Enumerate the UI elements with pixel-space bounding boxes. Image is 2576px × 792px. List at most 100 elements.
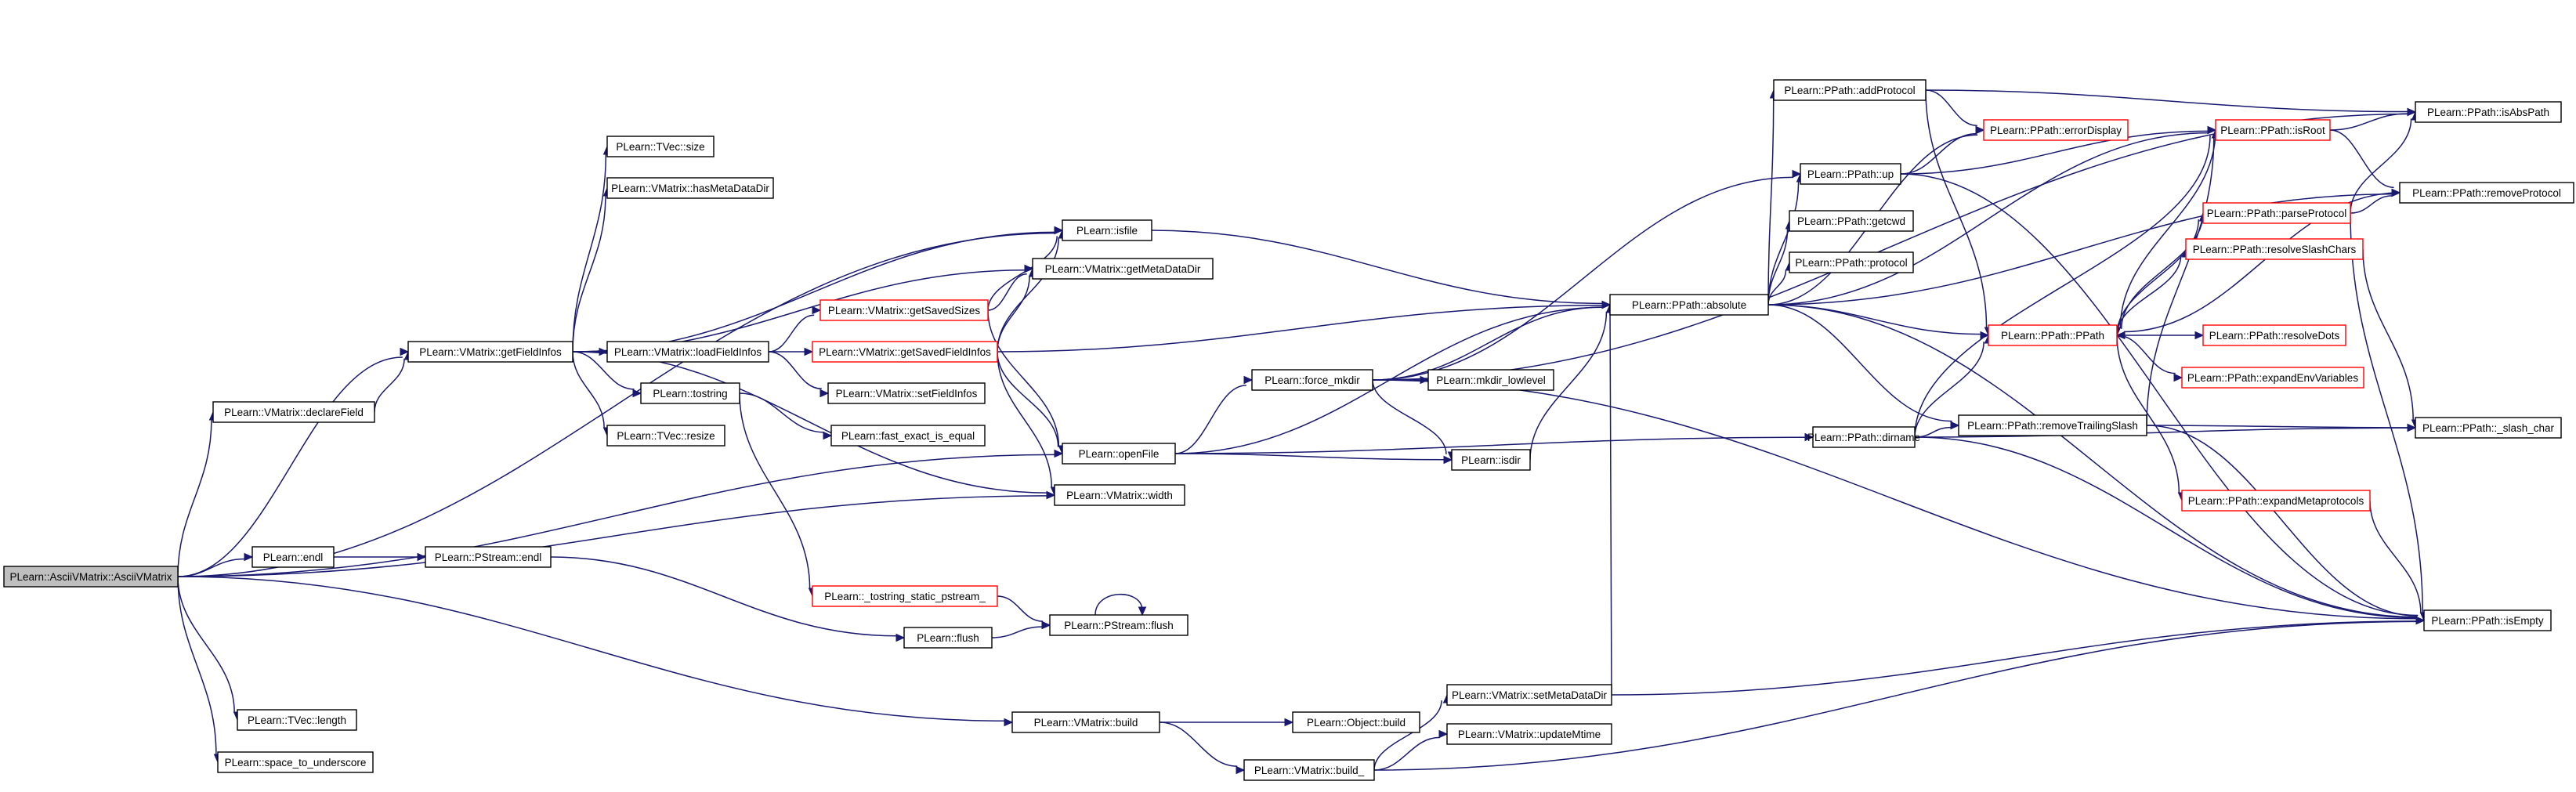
edge-line — [1372, 379, 1447, 454]
node-box — [1800, 163, 1901, 185]
node-box — [212, 401, 375, 423]
edge-line — [1767, 181, 1800, 306]
node-vm_build_[interactable]: PLearn::VMatrix::build_ — [1243, 759, 1375, 781]
edge-getFieldInfos-to-isfile — [572, 226, 1064, 353]
node-getMetaDataDir[interactable]: PLearn::VMatrix::getMetaDataDir — [1032, 258, 1214, 280]
node-box — [2181, 490, 2371, 512]
edge-line — [1767, 304, 1952, 422]
node-box — [1609, 294, 1769, 316]
node-declareField[interactable]: PLearn::VMatrix::declareField — [212, 401, 375, 423]
node-getFieldInfos[interactable]: PLearn::VMatrix::getFieldInfos — [407, 341, 573, 363]
node-mkdir_lowlevel[interactable]: PLearn::mkdir_lowlevel — [1427, 369, 1554, 391]
node-box — [830, 425, 986, 447]
edge-line — [572, 351, 1047, 494]
node-box — [1243, 759, 1375, 781]
node-expandMetaprotocols[interactable]: PLearn::PPath::expandMetaprotocols — [2181, 490, 2371, 512]
edge-pstream_flush-to-pstream_flush — [1094, 594, 1147, 617]
edge-line — [177, 419, 212, 577]
node-protocol[interactable]: PLearn::PPath::protocol — [1789, 251, 1914, 273]
node-removeProtocol[interactable]: PLearn::PPath::removeProtocol — [2399, 182, 2574, 204]
node-box — [1251, 369, 1373, 391]
node-box — [1062, 443, 1176, 465]
nodes-layer: PLearn::AsciiVMatrix::AsciiVMatrixPLearn… — [3, 79, 2574, 781]
node-label: PLearn::VMatrix::width — [1066, 490, 1173, 501]
node-loadFieldInfos[interactable]: PLearn::VMatrix::loadFieldInfos — [606, 341, 769, 363]
node-box — [2181, 367, 2364, 389]
edge-isfile-to-absolute — [1151, 230, 1612, 309]
node-isEmpty[interactable]: PLearn::PPath::isEmpty — [2423, 609, 2552, 631]
node-expandEnvVariables[interactable]: PLearn::PPath::expandEnvVariables — [2181, 367, 2364, 389]
node-ppath[interactable]: PLearn::PPath::PPath — [1988, 324, 2118, 346]
edge-line — [1159, 721, 1238, 767]
node-box — [1773, 79, 1927, 101]
edge-line — [1373, 736, 1441, 771]
node-box — [2423, 609, 2552, 631]
node-setMetaDataDir[interactable]: PLearn::VMatrix::setMetaDataDir — [1446, 684, 1612, 706]
node-tostring_static[interactable]: PLearn::_tostring_static_pstream_ — [812, 585, 998, 607]
edge-root-to-vm_build — [177, 576, 1014, 727]
node-updateMtime[interactable]: PLearn::VMatrix::updateMtime — [1446, 723, 1612, 745]
node-getSavedSizes[interactable]: PLearn::VMatrix::getSavedSizes — [819, 299, 989, 321]
node-errorDisplay[interactable]: PLearn::PPath::errorDisplay — [1983, 119, 2129, 141]
edge-dirname-to-isEmpty — [1914, 436, 2426, 625]
edge-ppath-to-expandEnvVariables — [2116, 335, 2183, 382]
node-setFieldInfos[interactable]: PLearn::VMatrix::setFieldInfos — [827, 382, 986, 404]
node-pstream_endl[interactable]: PLearn::PStream::endl — [425, 546, 552, 568]
node-getSavedFieldInfos[interactable]: PLearn::VMatrix::getSavedFieldInfos — [812, 341, 998, 363]
edge-line — [1900, 173, 2419, 617]
edge-arrowhead — [1601, 300, 1612, 309]
node-endl[interactable]: PLearn::endl — [251, 546, 335, 568]
node-hasMetaDataDir[interactable]: PLearn::VMatrix::hasMetaDataDir — [606, 177, 774, 199]
edge-absolute-to-isEmpty — [1767, 304, 2426, 625]
node-parseProtocol[interactable]: PLearn::PPath::parseProtocol — [2202, 202, 2351, 224]
node-absolute[interactable]: PLearn::PPath::absolute — [1609, 294, 1769, 316]
node-label: PLearn::VMatrix::getSavedFieldInfos — [819, 346, 991, 358]
node-addProtocol[interactable]: PLearn::PPath::addProtocol — [1773, 79, 1927, 101]
edge-arrowhead — [632, 389, 642, 398]
node-openFile[interactable]: PLearn::openFile — [1062, 443, 1176, 465]
edge-line — [1767, 97, 1775, 306]
node-isfile[interactable]: PLearn::isfile — [1062, 219, 1152, 241]
node-label: PLearn::VMatrix::setFieldInfos — [836, 388, 978, 400]
node-slash_char[interactable]: PLearn::PPath::_slash_char — [2415, 417, 2562, 439]
node-length[interactable]: PLearn::TVec::length — [237, 709, 357, 731]
node-getcwd[interactable]: PLearn::PPath::getcwd — [1789, 210, 1914, 232]
node-resolveDots[interactable]: PLearn::PPath::resolveDots — [2202, 324, 2346, 346]
node-obj_build[interactable]: PLearn::Object::build — [1292, 711, 1420, 733]
node-isRoot[interactable]: PLearn::PPath::isRoot — [2215, 119, 2331, 141]
edge-arrowhead — [1438, 729, 1449, 739]
node-label: PLearn::endl — [263, 552, 324, 563]
node-resize[interactable]: PLearn::TVec::resize — [606, 425, 725, 447]
node-flush[interactable]: PLearn::flush — [903, 627, 993, 649]
node-label: PLearn::PPath::parseProtocol — [2207, 208, 2347, 219]
node-resolveSlashChars[interactable]: PLearn::PPath::resolveSlashChars — [2185, 238, 2364, 260]
node-pstream_flush[interactable]: PLearn::PStream::flush — [1049, 614, 1189, 636]
edge-setMetaDataDir-to-isEmpty — [1611, 616, 2426, 696]
edge-getSavedFieldInfos-to-width — [997, 351, 1059, 497]
node-fast_exact_is_equal[interactable]: PLearn::fast_exact_is_equal — [830, 425, 986, 447]
edge-line — [2146, 137, 2215, 426]
node-dirname[interactable]: PLearn::PPath::dirname — [1807, 426, 1920, 448]
node-isAbsPath[interactable]: PLearn::PPath::isAbsPath — [2415, 101, 2562, 123]
node-size[interactable]: PLearn::TVec::size — [606, 136, 715, 157]
node-box — [1988, 324, 2118, 346]
node-force_mkdir[interactable]: PLearn::force_mkdir — [1251, 369, 1373, 391]
edge-tostring-to-tostring_static — [739, 392, 817, 598]
node-vm_build[interactable]: PLearn::VMatrix::build — [1011, 711, 1160, 733]
node-removeTrailingSlash[interactable]: PLearn::PPath::removeTrailingSlash — [1958, 414, 2147, 436]
node-root[interactable]: PLearn::AsciiVMatrix::AsciiVMatrix — [3, 566, 179, 588]
node-space_to_underscore[interactable]: PLearn::space_to_underscore — [217, 751, 374, 773]
node-box — [606, 136, 715, 157]
node-label: PLearn::PPath::absolute — [1632, 299, 1746, 311]
node-box — [237, 709, 357, 731]
node-isdir[interactable]: PLearn::isdir — [1451, 449, 1531, 471]
edge-arrowhead — [1046, 490, 1056, 500]
node-width[interactable]: PLearn::VMatrix::width — [1054, 484, 1185, 506]
node-tostring[interactable]: PLearn::tostring — [640, 382, 740, 404]
edge-line — [739, 392, 824, 433]
node-box — [425, 546, 552, 568]
node-label: PLearn::mkdir_lowlevel — [1436, 374, 1546, 386]
edge-line — [1914, 342, 1984, 438]
node-up[interactable]: PLearn::PPath::up — [1800, 163, 1901, 185]
